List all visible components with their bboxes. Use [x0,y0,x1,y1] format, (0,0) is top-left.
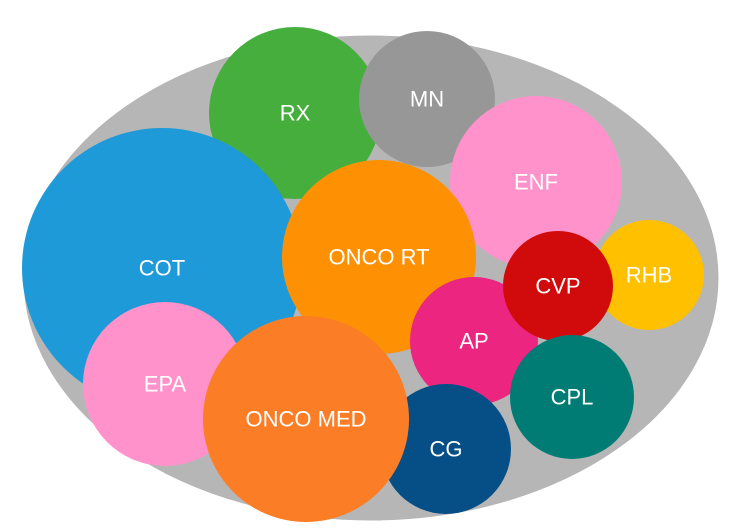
bubble-cg: CG [381,384,511,514]
bubble-ap-circle [410,277,538,405]
bubble-epa-label: EPA [144,372,187,397]
bubble-enf-circle [450,96,622,268]
bubble-ap: AP [410,277,538,405]
bubble-cot-label: COT [139,256,185,281]
bubble-cvp-label: CVP [535,274,580,299]
bubble-cpl: CPL [510,335,634,459]
bubble-rx-label: RX [280,101,311,126]
bubble-cg-label: CG [430,437,463,462]
bubble-mn: MN [359,31,495,167]
bubble-cg-circle [381,384,511,514]
bubble-cvp: CVP [503,231,613,341]
bubble-rhb-label: RHB [626,263,672,288]
bubble-onco-med-circle [203,316,409,522]
bubble-cpl-circle [510,335,634,459]
bubble-enf-label: ENF [514,170,558,195]
bubble-cvp-circle [503,231,613,341]
bubble-mn-label: MN [410,87,444,112]
bubble-onco-med-label: ONCO MED [246,407,367,432]
bubble-rx-circle [209,27,381,199]
bubble-onco-rt-label: ONCO RT [328,245,429,270]
bubble-ap-label: AP [459,329,488,354]
bubble-rx: RX [209,27,381,199]
bubble-enf: ENF [450,96,622,268]
bubble-rhb: RHB [594,220,704,330]
bubble-mn-circle [359,31,495,167]
bubble-cpl-label: CPL [551,385,594,410]
bubble-onco-med: ONCO MED [203,316,409,522]
bubble-rhb-circle [594,220,704,330]
bubble-group: RX MN COT ENF ONCO RT RHB AP CVP EPA CG CPL ONCO ME… [22,27,704,522]
